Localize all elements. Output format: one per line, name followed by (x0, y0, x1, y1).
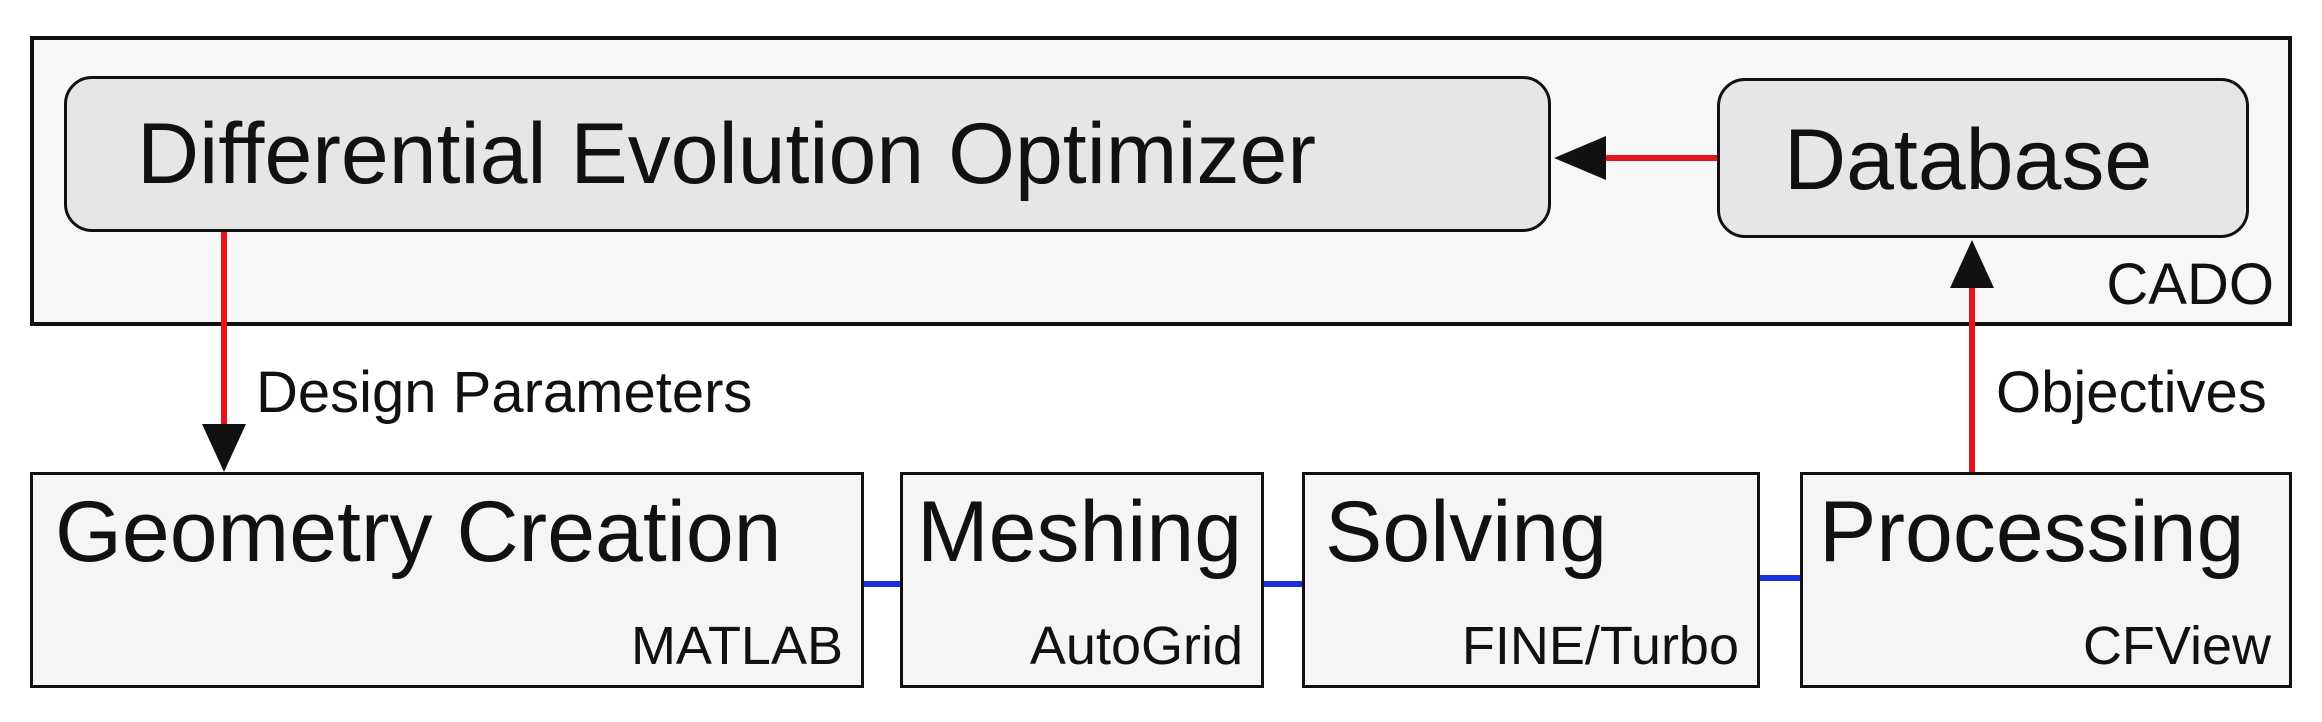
optimizer-box: Differential Evolution Optimizer (64, 76, 1551, 232)
stage-tool: CFView (2082, 616, 2271, 676)
database-label: Database (1784, 112, 2153, 208)
objectives-label: Objectives (1996, 360, 2267, 425)
stage-processing: Processing CFView (1800, 472, 2292, 688)
stage-meshing: Meshing AutoGrid (900, 472, 1264, 688)
cado-label: CADO (2106, 252, 2274, 317)
arrowhead-down (202, 424, 246, 472)
stage-geometry-creation: Geometry Creation MATLAB (30, 472, 864, 688)
stage-title: Processing (1819, 484, 2245, 580)
stage-title: Geometry Creation (55, 484, 782, 580)
stage-title: Solving (1325, 484, 1608, 580)
stage-tool: FINE/Turbo (1461, 616, 1739, 676)
database-box: Database (1717, 78, 2249, 238)
arrowhead-left (1554, 136, 1606, 180)
stage-tool: MATLAB (630, 616, 843, 676)
stage-solving: Solving FINE/Turbo (1302, 472, 1760, 688)
stage-tool: AutoGrid (1029, 616, 1243, 676)
stage-title: Meshing (917, 484, 1243, 580)
design-parameters-label: Design Parameters (256, 360, 753, 425)
arrowhead-up (1950, 240, 1994, 288)
optimizer-label: Differential Evolution Optimizer (137, 106, 1317, 202)
